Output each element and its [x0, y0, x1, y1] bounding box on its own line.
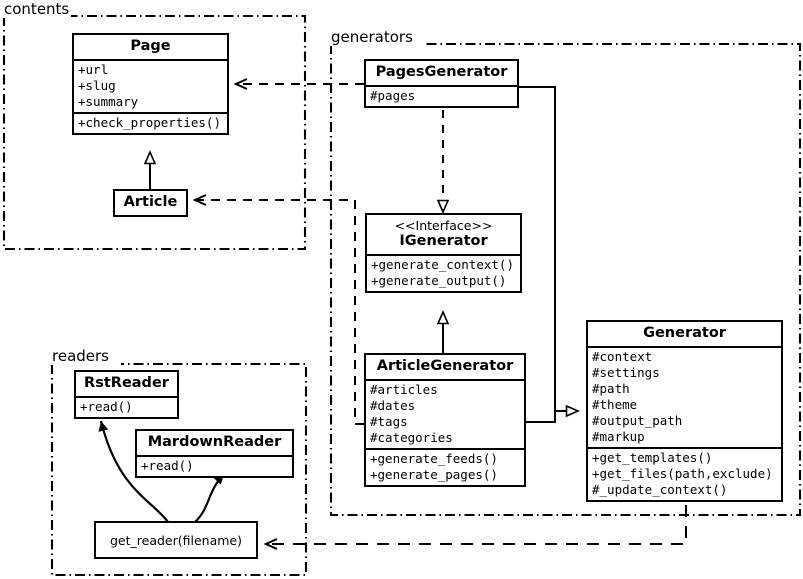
relation-articlegenerator-generalizes-generator — [526, 411, 556, 423]
class-title-page: Page — [130, 38, 171, 54]
class-box-article-generator[interactable]: ArticleGenerator #articles #dates #tags … — [364, 353, 526, 487]
package-frame-generators — [329, 42, 802, 517]
package-label-readers: readers — [50, 347, 111, 365]
attribute-row: #articles — [370, 381, 438, 397]
class-title-igenerator: <<Interface>> IGenerator — [367, 215, 520, 254]
method-row: +generate_output() — [371, 272, 507, 288]
class-box-igenerator[interactable]: <<Interface>> IGenerator +generate_conte… — [365, 213, 522, 293]
class-methods-page: +check_properties() — [74, 111, 227, 133]
relation-getreader-uses-mardownreader — [194, 473, 225, 523]
class-attributes-generator: #context #settings #path #theme #output_… — [588, 345, 781, 447]
class-box-pages-generator[interactable]: PagesGenerator #pages — [364, 59, 519, 108]
class-name-igenerator: IGenerator — [399, 233, 488, 249]
function-box-get-reader[interactable]: get_reader(filename) — [94, 521, 258, 559]
attribute-row: #tags — [370, 413, 408, 429]
attribute-row: #settings — [592, 364, 660, 380]
class-title-mardown-reader: MardownReader — [147, 434, 282, 450]
attribute-row: #pages — [370, 87, 416, 103]
class-title-article: Article — [123, 194, 178, 210]
attribute-row: #context — [592, 348, 653, 364]
class-title-article-generator: ArticleGenerator — [376, 358, 514, 374]
class-attributes-page: +url +slug +summary — [74, 58, 227, 112]
class-title-pages-generator: PagesGenerator — [375, 64, 508, 80]
method-row: +generate_feeds() — [370, 450, 498, 466]
method-row: +read() — [141, 457, 194, 473]
package-label-contents: contents — [2, 0, 72, 18]
package-frame-readers — [50, 362, 308, 577]
method-row: #_update_context() — [592, 481, 728, 497]
attribute-row: #dates — [370, 397, 416, 413]
method-row: +generate_pages() — [370, 466, 498, 482]
class-methods-igenerator: +generate_context() +generate_output() — [367, 253, 520, 291]
class-attributes-article-generator: #articles #dates #tags #categories — [366, 378, 524, 448]
class-title-rst-reader: RstReader — [84, 375, 169, 391]
method-row: +get_files(path,exclude) — [592, 465, 773, 481]
method-row: +generate_context() — [371, 256, 514, 272]
attribute-row: #output_path — [592, 412, 683, 428]
class-box-article[interactable]: Article — [113, 189, 188, 217]
relation-articlegenerator-depends-article — [195, 200, 364, 425]
attribute-row: #path — [592, 380, 630, 396]
package-label-generators: generators — [329, 28, 415, 46]
function-label-get-reader: get_reader(filename) — [110, 532, 242, 548]
class-stereotype-igenerator: <<Interface>> — [394, 218, 493, 233]
class-box-rst-reader[interactable]: RstReader +read() — [74, 370, 179, 419]
class-title-generator: Generator — [643, 325, 726, 341]
attribute-row: #markup — [592, 428, 645, 444]
class-box-page[interactable]: Page +url +slug +summary +check_properti… — [72, 33, 229, 135]
attribute-row: +slug — [78, 77, 116, 93]
class-attributes-pages-generator: #pages — [366, 84, 517, 106]
method-row: +read() — [80, 398, 133, 414]
package-frame-contents — [2, 14, 307, 251]
class-methods-mardown-reader: +read() — [137, 454, 292, 476]
method-row: +get_templates() — [592, 449, 713, 465]
attribute-row: #theme — [592, 396, 638, 412]
class-methods-article-generator: +generate_feeds() +generate_pages() — [366, 447, 524, 485]
relation-getreader-uses-rstreader — [98, 420, 169, 523]
method-row: +check_properties() — [78, 114, 221, 130]
attribute-row: +summary — [78, 93, 139, 109]
class-box-mardown-reader[interactable]: MardownReader +read() — [135, 429, 294, 478]
relation-pagesgenerator-generalizes-generator — [519, 86, 578, 411]
class-box-generator[interactable]: Generator #context #settings #path #them… — [586, 320, 783, 502]
attribute-row: #categories — [370, 429, 453, 445]
class-methods-rst-reader: +read() — [76, 395, 177, 417]
class-methods-generator: +get_templates() +get_files(path,exclude… — [588, 446, 781, 500]
attribute-row: +url — [78, 61, 109, 77]
relation-generator-depends-getreader — [266, 505, 687, 544]
